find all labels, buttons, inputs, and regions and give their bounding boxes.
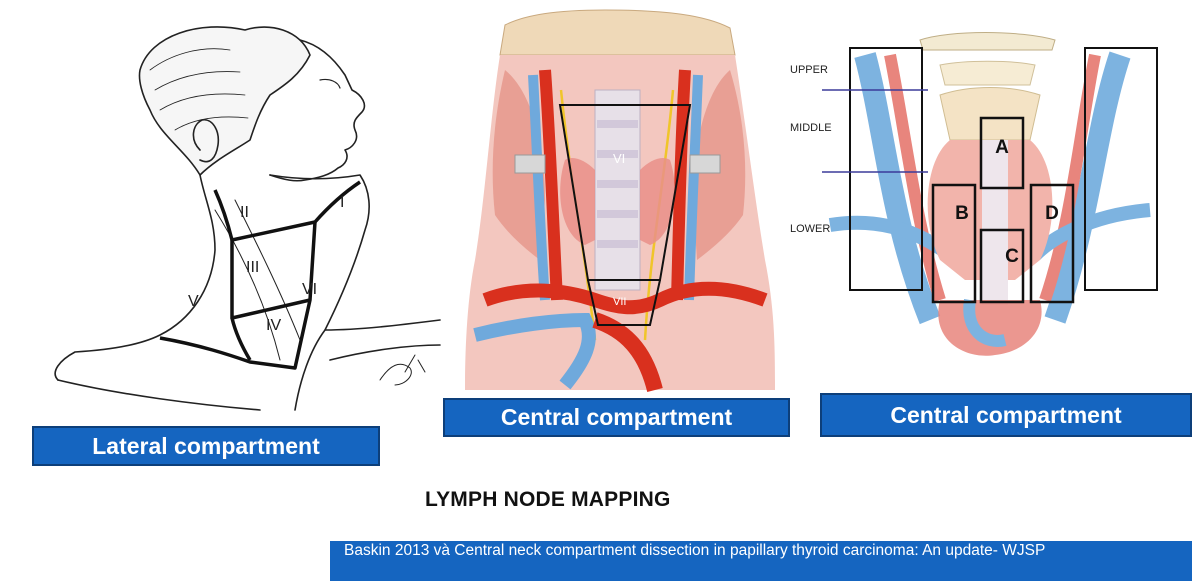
zone-label: UPPER <box>790 64 828 76</box>
lateral-compartment-label: Lateral compartment <box>32 426 380 466</box>
region-label: C <box>1005 246 1019 267</box>
zone-label: MIDDLE <box>790 122 832 134</box>
lateral-neck-illustration: II I III VI V IV <box>0 0 445 425</box>
lateral-level-label: I <box>340 194 344 211</box>
lateral-level-label: VI <box>302 281 317 298</box>
lateral-level-label: V <box>188 293 199 310</box>
region-label: D <box>1045 203 1059 224</box>
schematic-drawing: UPPER MIDDLE LOWER A B C D <box>790 0 1192 400</box>
region-label: B <box>955 203 969 224</box>
anterior-level-label: VI <box>613 151 625 166</box>
central-compartment-schematic: UPPER MIDDLE LOWER A B C D <box>790 0 1192 400</box>
anterior-neck-drawing: VI VII <box>445 0 790 400</box>
page-title: LYMPH NODE MAPPING <box>425 488 671 512</box>
lateral-level-label: II <box>240 204 249 221</box>
lateral-level-label: IV <box>266 317 281 334</box>
citation-banner: Baskin 2013 và Central neck compartment … <box>330 541 1192 581</box>
lateral-level-label: III <box>246 259 259 276</box>
region-label: A <box>995 137 1009 158</box>
zone-label: LOWER <box>790 223 830 235</box>
central-compartment-label-1: Central compartment <box>443 398 790 437</box>
central-compartment-anterior-illustration: VI VII <box>445 0 790 400</box>
anterior-level-label: VII <box>613 296 626 308</box>
lateral-neck-drawing: II I III VI V IV <box>0 0 445 425</box>
central-compartment-label-2: Central compartment <box>820 393 1192 437</box>
